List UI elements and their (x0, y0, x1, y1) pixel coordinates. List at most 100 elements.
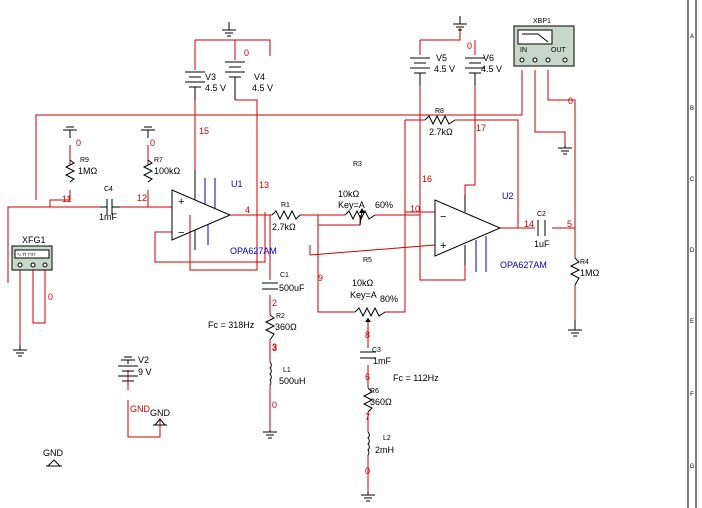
u1-model: OPA627AM (230, 246, 277, 256)
net-label: 9 (318, 273, 323, 283)
v6-ref: V6 (483, 53, 494, 63)
resistor-r4[interactable] (569, 257, 581, 286)
v5-value: 4.5 V (434, 64, 455, 74)
opamp-u2[interactable]: − + (434, 195, 502, 272)
net-label: 0 (48, 292, 53, 302)
function-generator-xfg1[interactable]: ∿ ⊓ ⊓⊓ (11, 245, 53, 271)
resistor-r7[interactable] (142, 159, 154, 183)
capacitor-c3[interactable] (360, 351, 376, 359)
resistor-r8[interactable] (424, 114, 456, 126)
c2-ref: C2 (537, 211, 546, 218)
opamp-u1[interactable]: + − (171, 170, 232, 250)
net-label: 8 (365, 330, 370, 340)
r4-value: 1MΩ (580, 268, 600, 278)
r4-ref: R4 (580, 259, 589, 266)
v2-ref: V2 (138, 355, 149, 365)
resistor-r2[interactable] (264, 314, 276, 341)
ground-icon (121, 356, 135, 364)
r8-ref: R8 (435, 108, 444, 115)
net-label: 14 (524, 219, 534, 229)
ground-icon (361, 492, 375, 502)
l1-value: 500uH (279, 376, 306, 386)
r3-key: Key=A (338, 200, 365, 210)
r7-ref: R7 (154, 157, 163, 164)
u2-model: OPA627AM (500, 260, 547, 270)
r1-value: 2.7kΩ (272, 222, 296, 232)
net-label: 0 (467, 41, 472, 51)
c2-value: 1uF (534, 239, 550, 249)
resistor-r6[interactable] (362, 387, 374, 413)
inductor-l2[interactable] (367, 431, 370, 456)
net-label: 0 (244, 48, 249, 58)
battery-v5[interactable] (410, 57, 430, 85)
r8-value: 2.7kΩ (429, 127, 453, 137)
resistor-r1[interactable] (271, 209, 301, 221)
r5-percent: 80% (380, 294, 398, 304)
net-label: 4 (245, 205, 250, 215)
r3-percent: 60% (375, 200, 393, 210)
c4-value: 1mF (99, 212, 118, 222)
bode-plotter-xbp1[interactable]: IN OUT (513, 25, 575, 67)
net-label: 16 (422, 174, 432, 184)
battery-v3[interactable] (185, 71, 205, 100)
border-letter: D (690, 248, 695, 254)
net-label: 0 (76, 138, 81, 148)
u1-ref: U1 (231, 179, 243, 189)
resistor-r9[interactable] (64, 159, 76, 183)
l2-ref: L2 (383, 435, 391, 442)
net-label: 15 (199, 126, 209, 136)
ground-icon (141, 126, 155, 138)
ground-icon (453, 16, 467, 31)
battery-v6[interactable] (465, 57, 485, 85)
v5-ref: V5 (436, 53, 447, 63)
border-letter: F (690, 392, 694, 398)
potentiometer-r5[interactable] (354, 306, 386, 322)
xbp1-out-label: OUT (551, 47, 567, 54)
net-label: 3 (272, 343, 277, 353)
capacitor-c2[interactable] (537, 220, 546, 236)
svg-text:−: − (440, 211, 446, 223)
xbp1-label: XBP1 (533, 18, 551, 25)
border-letter: E (690, 319, 694, 325)
r9-ref: R9 (80, 157, 89, 164)
wires (7, 28, 576, 492)
u2-ref: U2 (502, 191, 514, 201)
component-labels: XFG1 XBP1 V3 4.5 V V4 4.5 V V5 4.5 V V6 … (22, 18, 600, 458)
capacitor-c1[interactable] (262, 282, 278, 290)
net-label: 10 (410, 204, 420, 214)
ground-icon (13, 345, 27, 357)
battery-v2[interactable] (118, 365, 138, 382)
r5-ref: R5 (363, 257, 372, 264)
ground-icon (558, 145, 572, 155)
c3-ref: C3 (372, 347, 381, 354)
digital-ground-icon (153, 418, 167, 426)
capacitor-c4[interactable] (100, 199, 120, 215)
r2-value: 360Ω (275, 322, 297, 332)
digital-ground-icon (46, 459, 62, 467)
l1-ref: L1 (283, 367, 291, 374)
border-letter: B (690, 106, 694, 112)
potentiometer-r3[interactable] (344, 208, 376, 226)
inductor-l1[interactable] (269, 361, 272, 386)
border-letter: G (690, 464, 695, 470)
net-label: 0 (568, 96, 573, 106)
c4-ref: C4 (104, 186, 113, 193)
fc-annotation-2: Fc = 112Hz (393, 373, 439, 383)
grounds (13, 16, 582, 502)
r6-ref: R6 (370, 388, 379, 395)
l2-value: 2mH (375, 445, 394, 455)
r5-key: Key=A (350, 290, 377, 300)
net-label: 2 (272, 298, 277, 308)
r6-value: 360Ω (370, 397, 392, 407)
r9-value: 1MΩ (78, 166, 98, 176)
net-label: 13 (259, 180, 269, 190)
battery-v4[interactable] (225, 61, 245, 101)
net-label: 17 (476, 123, 486, 133)
v3-value: 4.5 V (205, 83, 226, 93)
ground-icon (568, 320, 582, 337)
svg-text:+: + (178, 196, 184, 208)
net-label: 0 (150, 138, 155, 148)
xbp1-in-label: IN (520, 47, 527, 54)
net-label: 5 (567, 219, 572, 229)
